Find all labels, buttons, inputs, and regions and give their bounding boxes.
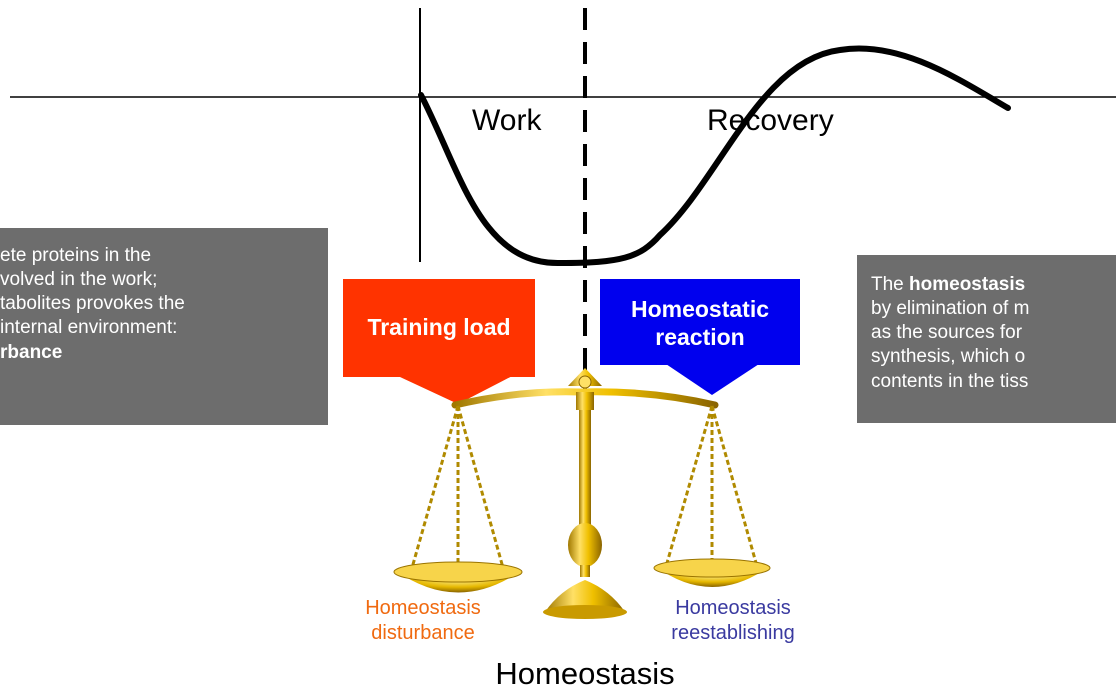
disturbance-line1: Homeostasis [365, 597, 481, 619]
homeostasis-reestablishing-label: Homeostasis reestablishing [633, 596, 833, 647]
explanation-line: as the sources for [871, 322, 1023, 344]
balance-scale-icon [393, 368, 771, 619]
supercompensation-curve [418, 45, 1011, 267]
explanation-line: tabolites provokes the [0, 293, 185, 315]
reestablishing-line1: Homeostasis [675, 597, 791, 619]
homeostasis-title: Homeostasis [495, 656, 675, 691]
homeostatic-reaction-arrowhead [660, 360, 765, 395]
work-phase-label: Work [472, 104, 542, 137]
explanation-line: synthesis, which o [871, 346, 1026, 368]
homeostatic-reaction-line1: Homeostatic [630, 296, 770, 322]
explanation-line: volved in the work; [0, 269, 158, 291]
disturbance-line2: disturbance [371, 622, 475, 645]
explanation-line: ete proteins in the [0, 245, 152, 266]
explanation-line: The homeostasis [871, 273, 1116, 297]
training-load-arrowhead [395, 372, 520, 404]
reestablishing-explanation-box: The homeostasis by elimination of m as t… [857, 255, 1116, 423]
homeostatic-reaction-arrow [600, 279, 800, 365]
training-load-label: Training load [367, 314, 511, 340]
explanation-line: internal environment: [0, 317, 178, 339]
explanation-bold-term: homeostasis [909, 274, 1026, 295]
explanation-line-bold: rbance [0, 341, 63, 363]
reestablishing-line2: reestablishing [671, 622, 795, 645]
recovery-phase-label: Recovery [707, 104, 834, 137]
homeostatic-reaction-line2: reaction [655, 323, 745, 350]
disturbance-explanation-box: ete proteins in the volved in the work; … [0, 228, 328, 425]
homeostasis-disturbance-label: Homeostasis disturbance [348, 596, 498, 647]
explanation-line: by elimination of m [871, 298, 1030, 320]
homeostatic-reaction-label: Homeostatic reaction [600, 296, 800, 351]
explanation-line: contents in the tiss [871, 370, 1029, 392]
explanation-prefix: The [871, 274, 910, 295]
